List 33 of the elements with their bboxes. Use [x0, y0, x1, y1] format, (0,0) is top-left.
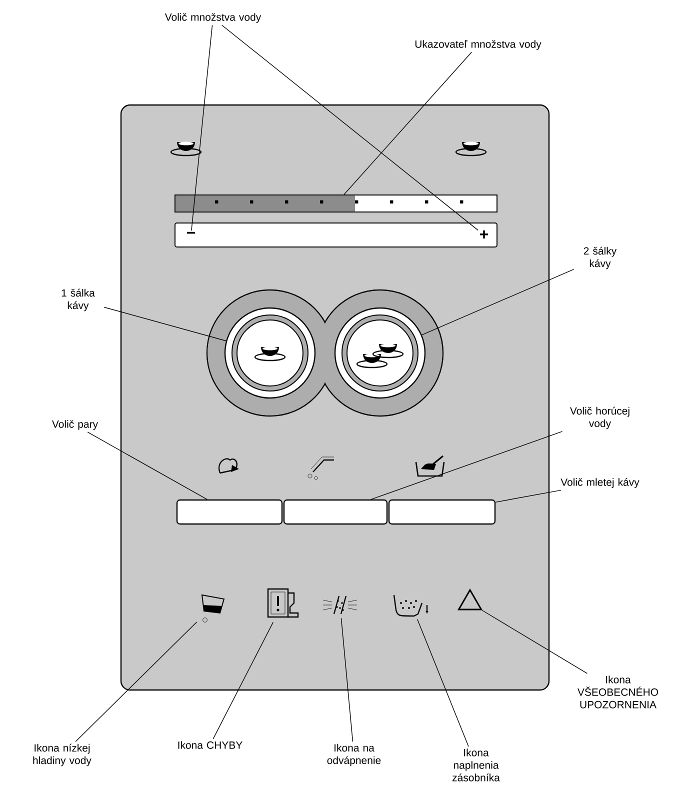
cup-button	[334, 307, 426, 399]
leader-line	[212, 622, 274, 740]
leader-line	[344, 52, 472, 195]
selector-button	[388, 499, 496, 525]
callout-label: Ikona nízkej hladiny vody	[33, 744, 92, 766]
leader-line	[191, 24, 213, 232]
leader-line	[482, 610, 588, 674]
leader-line	[422, 268, 574, 336]
leader-line	[340, 618, 354, 742]
leader-line	[75, 622, 198, 742]
leader-line	[87, 432, 208, 500]
level-indicator-bar	[174, 194, 498, 212]
selector-sign: +	[480, 230, 488, 238]
callout-label: 1 šálka kávy	[62, 288, 95, 312]
callout-label: Ikona na odvápnenie	[327, 744, 381, 766]
container-icon	[393, 594, 428, 617]
callout-label: Volič množstva vody	[164, 13, 262, 23]
callout-label: Volič horúcej vody	[570, 406, 630, 430]
selector-button	[283, 499, 388, 525]
callout-label: Ikona VŠEOBECNÉHO UPOZORNENIA	[578, 676, 658, 708]
callout-label: 2 šálky kávy	[584, 246, 617, 270]
callout-label: Ikona naplnenia zásobníka	[452, 748, 500, 782]
cup-button	[224, 307, 316, 399]
selector-sign: −	[186, 232, 196, 234]
leader-line	[416, 618, 469, 747]
callout-label: Ikona CHYBY	[178, 741, 242, 749]
callout-label: Volič mletej kávy	[560, 478, 640, 488]
callout-label: Ukazovateľ množstva vody	[415, 40, 542, 50]
error-icon	[267, 588, 299, 618]
descale-icon	[322, 596, 358, 614]
callout-label: Volič pary	[52, 420, 98, 430]
selector-button	[176, 499, 283, 525]
leader-line	[104, 306, 226, 342]
